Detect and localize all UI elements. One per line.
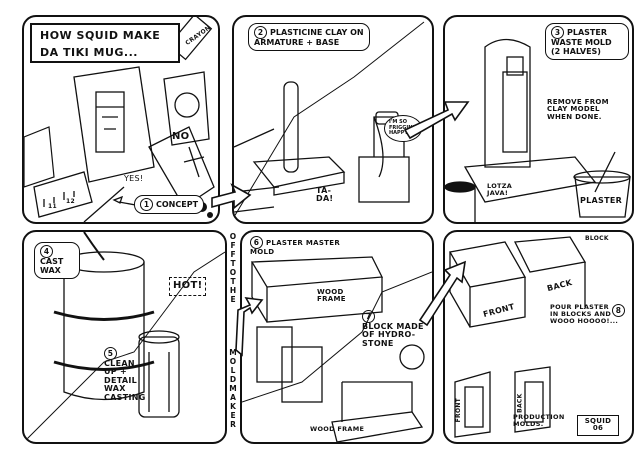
caption-text: CONCEPT [156, 200, 199, 209]
hot-label: HOT! [169, 277, 207, 296]
comic-title: HOW SQUID MAKE DA TIKI MUG... [30, 23, 180, 63]
block-label: BLOCK [585, 235, 609, 242]
remove-note: REMOVE FROM CLAY MODEL WHEN DONE. [547, 98, 609, 121]
plaster-label: PLASTER [580, 196, 623, 205]
caption-text: CLEAN UP + DETAIL WAX CASTING [104, 359, 146, 402]
yes-label: YES! [124, 174, 144, 183]
wood-frame-label-2: WOOD FRAME [310, 425, 365, 433]
off-to-the-text: OFF TO THE [229, 232, 237, 304]
master-mold-drawing [242, 256, 432, 442]
waste-mold-drawing [445, 38, 631, 222]
ruler-11: 11 [48, 203, 57, 210]
signature: SQUID 06 [577, 415, 619, 436]
step-number: 1 [140, 198, 153, 211]
caption-text: BLOCK MADE OF HYDRO-STONE [362, 322, 424, 348]
panel-concept: HOW SQUID MAKE DA TIKI MUG... CRAYON YES… [22, 15, 220, 224]
front-mold-label: FRONT [455, 397, 463, 423]
java-label: LOTZA JAVA! [487, 182, 513, 197]
step-number: 8 [612, 304, 625, 317]
tada-label: TA-DA! [316, 186, 334, 204]
wood-frame-label-1: WOOD FRAME [317, 288, 346, 304]
production-molds-label: PRODUCTION MOLDS. [513, 413, 565, 428]
caption-text: CAST WAX [40, 257, 64, 275]
back-mold-label: BACK [516, 393, 524, 413]
caption-text: PLASTER MASTER MOLD [250, 239, 341, 256]
thought-bubble: I'M SO FRIGGIN' HAPPY [384, 115, 422, 142]
production-molds-drawing [448, 236, 587, 438]
ruler-12: 12 [66, 198, 75, 205]
caption-text: PLASTER WASTE MOLD (2 HALVES) [551, 28, 612, 56]
step-4-caption: 4CAST WAX [34, 242, 80, 279]
moldmaker-text: MOLDMAKER [229, 348, 237, 429]
caption-text: POUR PLASTER IN BLOCKS AND WOOO HOOOO!..… [550, 303, 619, 325]
caption-text: PLASTICINE CLAY ON ARMATURE + BASE [254, 28, 364, 47]
no-label: NO [172, 131, 190, 142]
